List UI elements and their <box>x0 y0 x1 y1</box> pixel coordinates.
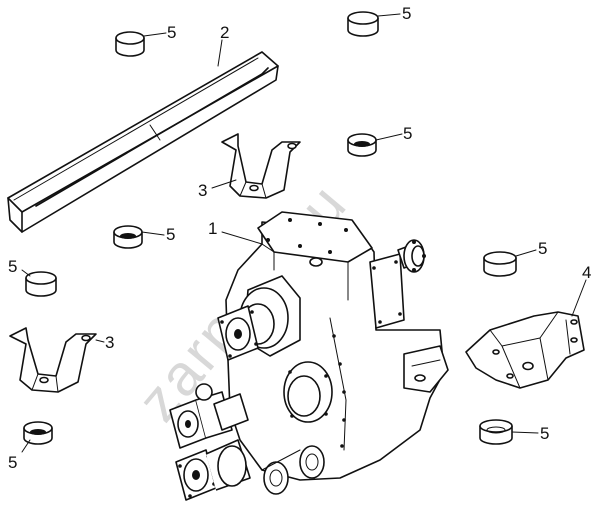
leader-lines <box>21 13 587 453</box>
beam-part <box>7 51 279 233</box>
callout-4: 4 <box>582 263 591 282</box>
cushion-top-left <box>115 31 145 57</box>
cushion-top-right <box>347 11 379 37</box>
callout-5-right: 5 <box>538 239 547 258</box>
callout-1: 1 <box>208 219 217 238</box>
bracket-lower <box>9 327 97 393</box>
cushion-mid-right <box>347 133 377 157</box>
cushion-left <box>25 271 57 297</box>
callout-5-bottom-left: 5 <box>8 453 17 472</box>
transfer-case-assembly <box>169 211 449 501</box>
cushion-mid-left <box>113 225 143 249</box>
cushion-bottom-right <box>479 419 513 445</box>
callout-5-left: 5 <box>8 257 17 276</box>
bracket-upper <box>221 133 301 199</box>
callout-5-bottom-right: 5 <box>540 424 549 443</box>
cushion-bottom-left <box>23 421 53 445</box>
callout-5-top-left: 5 <box>167 23 176 42</box>
callout-5-mid-left: 5 <box>166 225 175 244</box>
callouts: 1 2 3 3 4 5 5 5 5 5 5 5 5 <box>8 4 591 472</box>
callout-3-upper: 3 <box>198 181 207 200</box>
mount-plate <box>465 311 585 389</box>
callout-3-lower: 3 <box>105 333 114 352</box>
callout-5-top-right: 5 <box>402 4 411 23</box>
callout-5-mid-right: 5 <box>403 124 412 143</box>
callout-2: 2 <box>220 23 229 42</box>
cushion-right <box>483 251 517 277</box>
